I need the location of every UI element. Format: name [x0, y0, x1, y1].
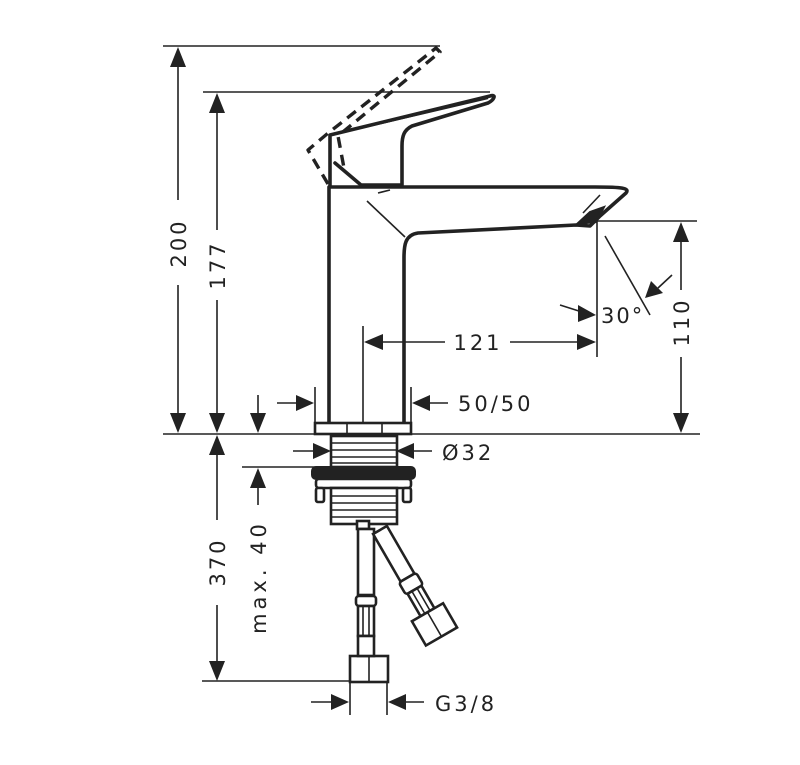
dim-label-g3-8: G3/8 [435, 692, 497, 716]
mounting-washer [311, 466, 416, 480]
faucet-base-plate [313, 421, 413, 436]
dim-label-50-50: 50/50 [458, 392, 534, 416]
dimension-max-40: max. 40 [247, 468, 271, 634]
dim-label-200: 200 [167, 218, 191, 267]
dim-label-177: 177 [206, 240, 230, 289]
faucet-spout [328, 185, 629, 425]
mounting-shank [311, 434, 416, 531]
dimension-110: 110 [670, 222, 694, 433]
dimension-30-degrees: 30° [559, 235, 673, 328]
faucet-handle [328, 93, 496, 188]
dim-label-30-degrees: 30° [601, 304, 644, 328]
dimension-370: 370 [206, 435, 230, 681]
dim-label-121: 121 [453, 331, 502, 355]
dim-label-370: 370 [206, 537, 230, 586]
spout-aerator [574, 205, 607, 226]
mounting-nut [329, 486, 399, 526]
dimension-177: 177 [206, 93, 230, 433]
dim-label-diameter-32: Ø32 [442, 441, 494, 465]
supply-hose-straight [348, 527, 390, 684]
dimension-200: 200 [167, 47, 191, 433]
dim-label-110: 110 [670, 297, 694, 346]
dimension-g3-8: G3/8 [311, 682, 497, 716]
supply-hose-angled [371, 524, 459, 648]
dimension-50-50: 50/50 [250, 387, 534, 433]
handle-raised-outline [306, 46, 442, 185]
faucet-body [306, 46, 629, 436]
dim-label-max-40: max. 40 [247, 520, 271, 634]
dimension-121: 121 [362, 221, 598, 432]
dimension-diameter-32: Ø32 [293, 441, 494, 465]
